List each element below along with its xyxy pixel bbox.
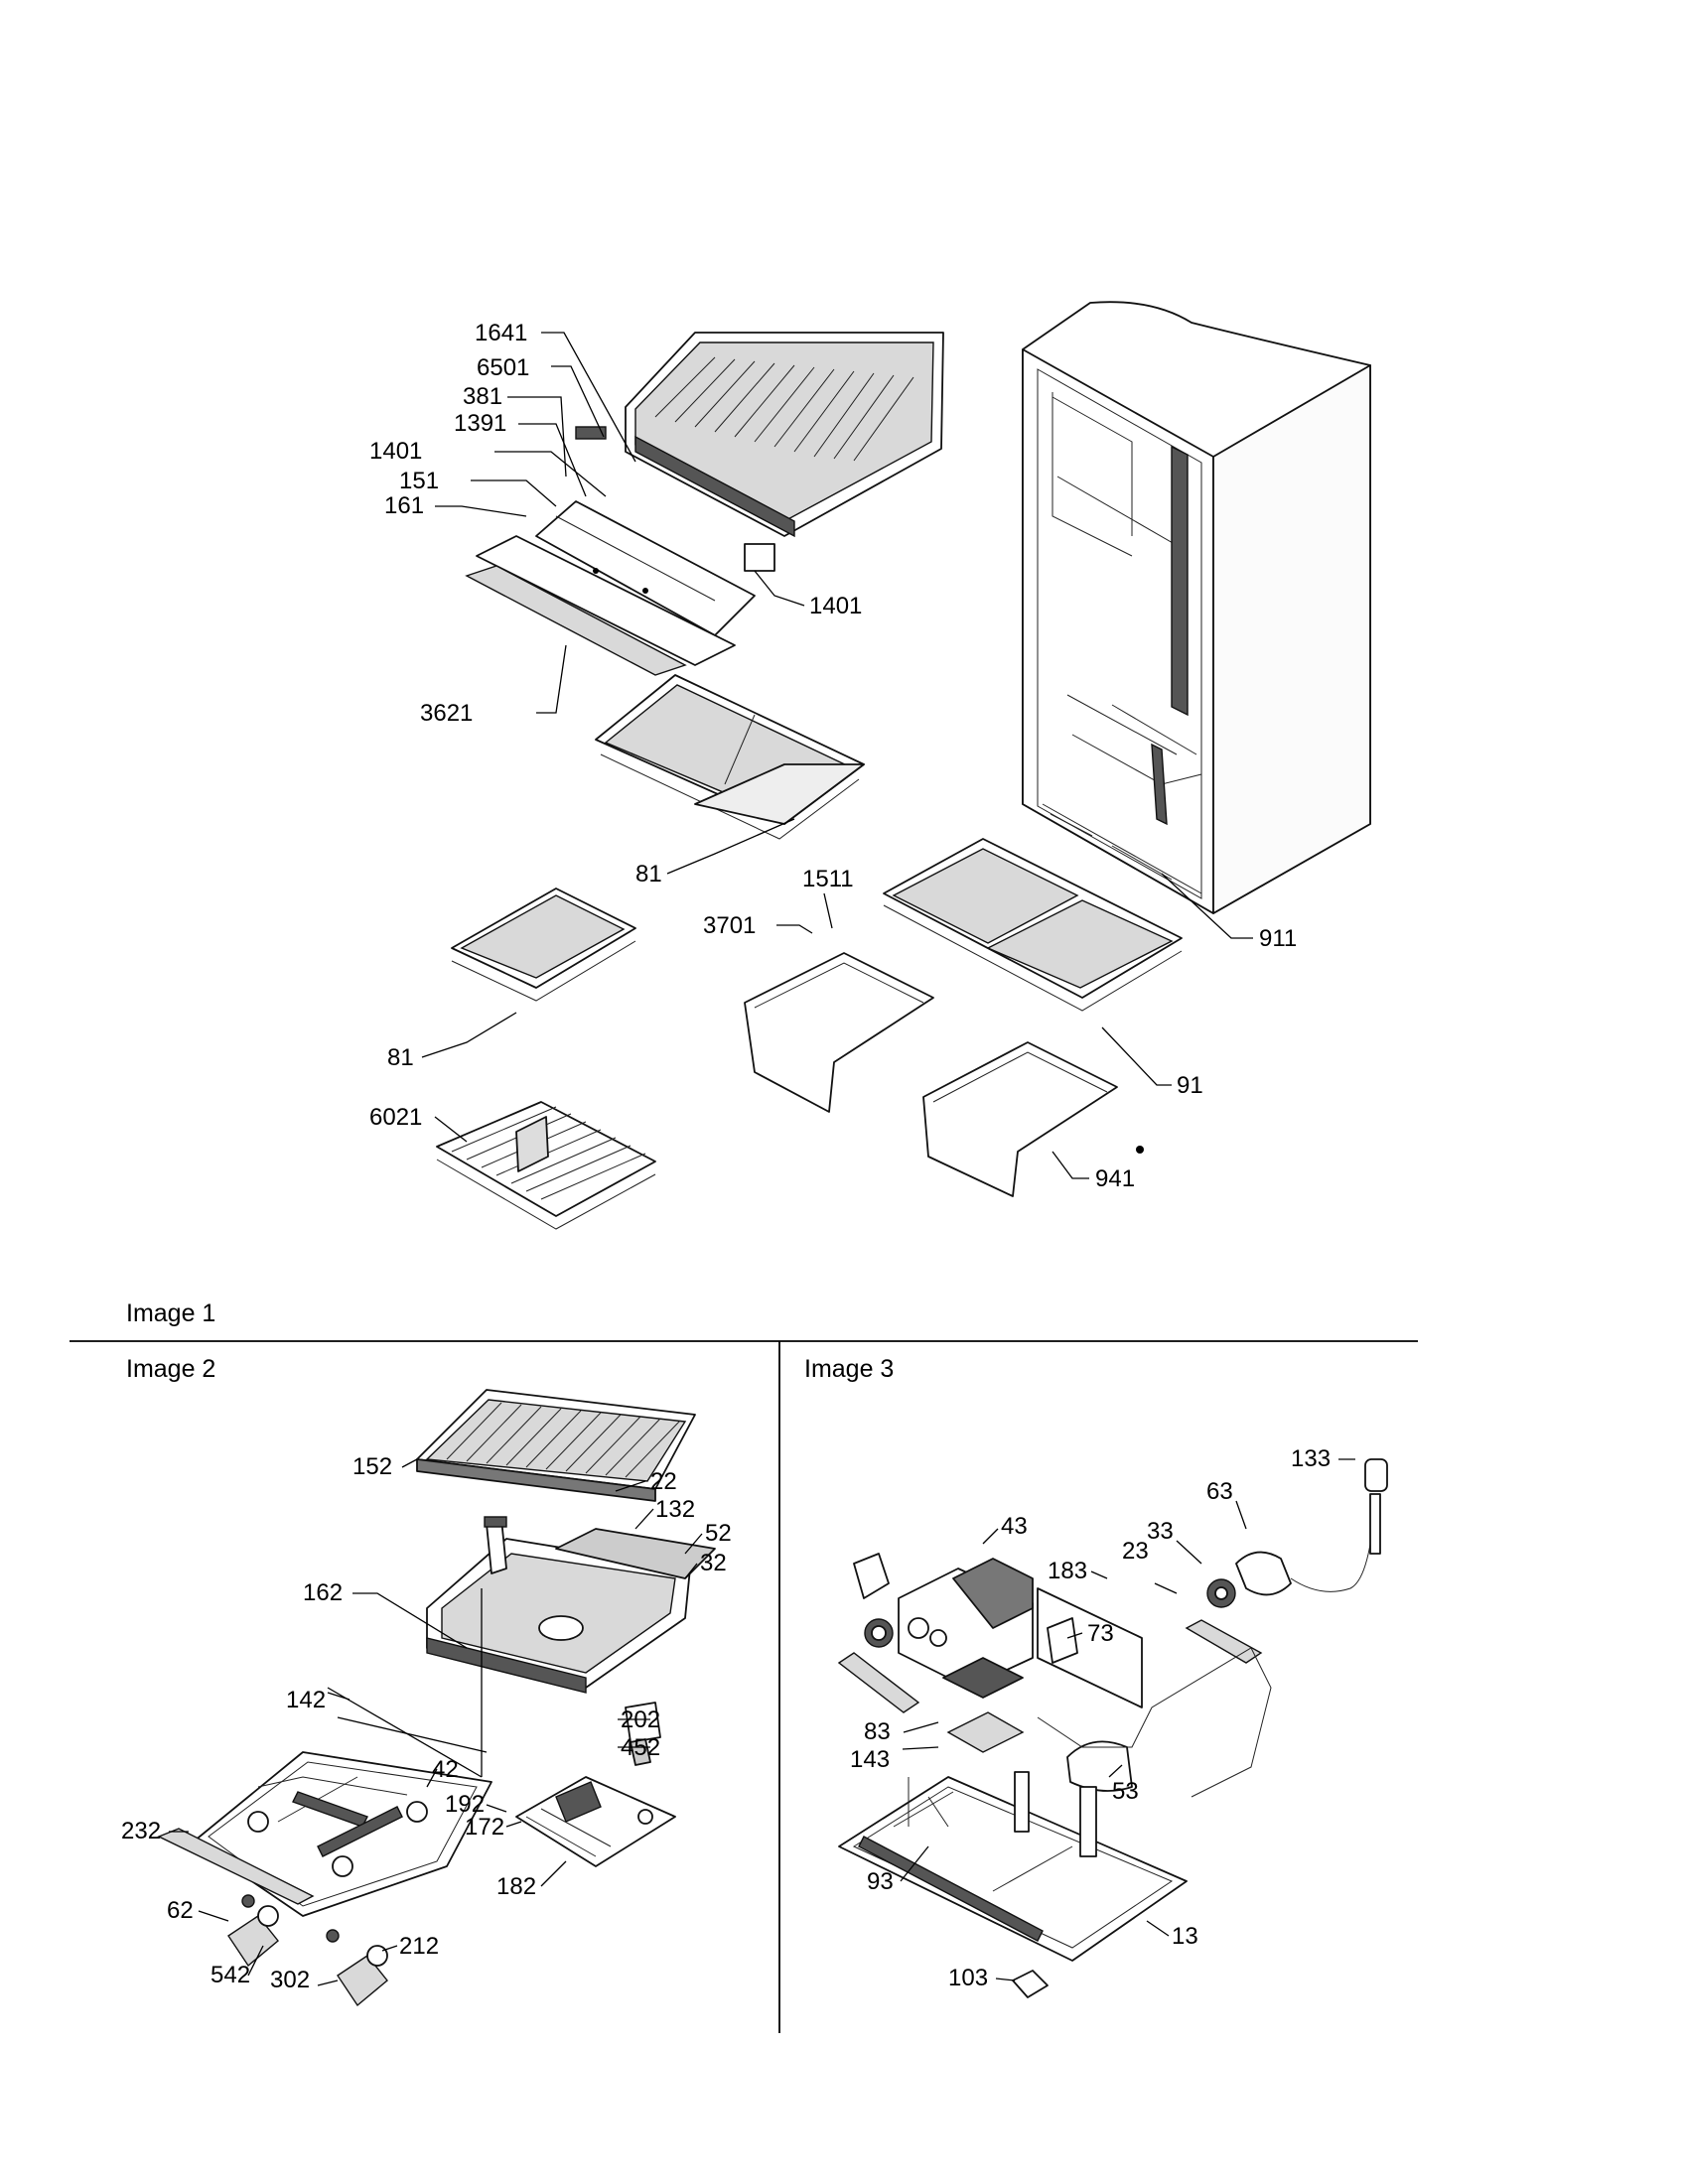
thermostat-63 bbox=[1185, 1458, 1388, 1664]
callout-81-lower: 81 bbox=[387, 1044, 414, 1071]
thermostat-housing-53 bbox=[1014, 1740, 1133, 1857]
control-board bbox=[515, 1702, 676, 1867]
callout-103: 103 bbox=[948, 1965, 988, 1991]
callout-911: 911 bbox=[1259, 925, 1297, 952]
callout-132: 132 bbox=[655, 1496, 695, 1523]
callout-81-upper: 81 bbox=[635, 861, 662, 887]
callout-93: 93 bbox=[867, 1868, 894, 1895]
shield-183 bbox=[1037, 1587, 1143, 1708]
callout-232: 232 bbox=[121, 1818, 161, 1844]
small-parts-83-143-93-103 bbox=[908, 1657, 1049, 1998]
callout-53: 53 bbox=[1112, 1778, 1139, 1805]
callout-32: 32 bbox=[700, 1550, 727, 1576]
callout-172: 172 bbox=[465, 1814, 504, 1841]
callout-6021: 6021 bbox=[369, 1104, 422, 1131]
shelf-grille-152 bbox=[416, 1389, 696, 1502]
image3-labels: 133 63 43 33 183 23 73 83 143 53 93 13 1… bbox=[850, 1445, 1331, 1991]
callout-6501: 6501 bbox=[477, 354, 529, 381]
callout-142: 142 bbox=[286, 1687, 326, 1713]
heading-image-1: Image 1 bbox=[126, 1299, 215, 1327]
control-base-13 bbox=[838, 1776, 1188, 1962]
callout-452: 452 bbox=[621, 1734, 660, 1761]
callout-161: 161 bbox=[384, 492, 424, 519]
image1-drawing: 1641 6501 381 1391 1401 151 161 1401 362… bbox=[369, 301, 1371, 1230]
callout-13: 13 bbox=[1172, 1923, 1198, 1950]
callout-182: 182 bbox=[496, 1873, 536, 1900]
control-box-43 bbox=[853, 1553, 1034, 1689]
callout-1401-right: 1401 bbox=[809, 593, 862, 619]
callout-1511: 1511 bbox=[802, 866, 854, 892]
callout-43: 43 bbox=[1001, 1513, 1028, 1540]
callout-33: 33 bbox=[1147, 1518, 1174, 1545]
callout-42: 42 bbox=[432, 1756, 459, 1783]
callout-73: 73 bbox=[1087, 1620, 1114, 1647]
callout-3621: 3621 bbox=[420, 700, 473, 727]
callout-143: 143 bbox=[850, 1746, 890, 1773]
callout-1391: 1391 bbox=[454, 410, 506, 437]
callout-381: 381 bbox=[463, 383, 502, 410]
callout-23: 23 bbox=[1122, 1538, 1149, 1565]
control-tray bbox=[157, 1751, 492, 1917]
callout-83: 83 bbox=[864, 1718, 891, 1745]
light-shield-bars bbox=[465, 500, 756, 676]
callout-3701: 3701 bbox=[703, 912, 756, 939]
callout-133: 133 bbox=[1291, 1445, 1331, 1472]
callout-192: 192 bbox=[445, 1791, 485, 1818]
callout-152: 152 bbox=[352, 1453, 392, 1480]
image3-leaders bbox=[900, 1458, 1355, 1981]
callout-62: 62 bbox=[167, 1897, 194, 1924]
image2-labels: 152 22 132 52 32 162 142 202 452 42 192 … bbox=[121, 1453, 732, 1993]
callout-183: 183 bbox=[1048, 1558, 1087, 1584]
image3-drawing: 133 63 43 33 183 23 73 83 143 53 93 13 1… bbox=[837, 1445, 1388, 1998]
image2-drawing: 152 22 132 52 32 162 142 202 452 42 192 … bbox=[121, 1389, 732, 2007]
callout-202: 202 bbox=[621, 1706, 660, 1733]
image1-labels: 1641 6501 381 1391 1401 151 161 1401 362… bbox=[369, 320, 1297, 1192]
heading-image-3: Image 3 bbox=[804, 1355, 894, 1383]
freezer-shelf-assembly bbox=[575, 332, 944, 572]
glass-shelf-upper bbox=[595, 674, 865, 840]
callout-542: 542 bbox=[210, 1962, 250, 1988]
callout-302: 302 bbox=[270, 1967, 310, 1993]
callout-22: 22 bbox=[650, 1468, 677, 1495]
heading-image-2: Image 2 bbox=[126, 1355, 215, 1383]
image2-leaders bbox=[169, 1458, 703, 1986]
crisper-bins bbox=[744, 952, 1144, 1197]
callout-941: 941 bbox=[1095, 1165, 1135, 1192]
glass-shelf-lower bbox=[451, 887, 636, 1002]
cabinet bbox=[1022, 301, 1371, 914]
image1-leaders bbox=[421, 332, 1253, 1179]
callout-162: 162 bbox=[303, 1579, 343, 1606]
callout-1401: 1401 bbox=[369, 438, 422, 465]
crisper-cover bbox=[883, 838, 1183, 1012]
callout-212: 212 bbox=[399, 1933, 439, 1960]
lamp-sockets bbox=[227, 1894, 388, 2007]
knob-and-bracket-left bbox=[837, 1618, 920, 1713]
callout-1641: 1641 bbox=[475, 320, 527, 346]
freezer-housing bbox=[426, 1516, 716, 1694]
callout-52: 52 bbox=[705, 1520, 732, 1547]
callout-63: 63 bbox=[1206, 1478, 1233, 1505]
wire-shelf bbox=[436, 1101, 656, 1230]
callout-151: 151 bbox=[399, 468, 439, 494]
section-headers: Image 1 Image 2 Image 3 bbox=[70, 1299, 1418, 2033]
wire-loop bbox=[1037, 1647, 1272, 1798]
callout-91: 91 bbox=[1177, 1072, 1203, 1099]
